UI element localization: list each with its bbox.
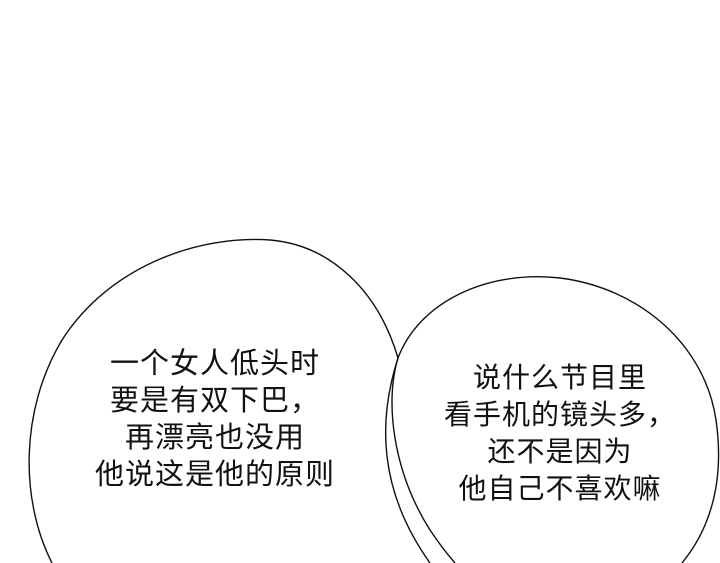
left-speech-bubble <box>28 238 431 563</box>
left-bubble-text: 一个女人低头时 要是有双下巴， 再漂亮也没用 他说这是他的原则 <box>55 345 375 493</box>
right-bubble-line: 还不是因为 <box>487 435 633 468</box>
right-bubble-line: 他自己不喜欢嘛 <box>458 472 662 505</box>
right-bubble-line: 说什么节目里 <box>472 361 647 394</box>
left-bubble-line: 再漂亮也没用 <box>124 420 305 454</box>
left-bubble-line: 一个女人低头时 <box>109 346 320 380</box>
right-bubble-line: 看手机的镜头多， <box>443 398 676 431</box>
left-bubble-line: 他说这是他的原则 <box>94 457 335 491</box>
right-bubble-text: 说什么节目里 看手机的镜头多， 还不是因为 他自己不喜欢嘛 <box>400 359 720 507</box>
right-speech-bubble <box>391 276 720 563</box>
left-bubble-line: 要是有双下巴， <box>109 383 320 417</box>
